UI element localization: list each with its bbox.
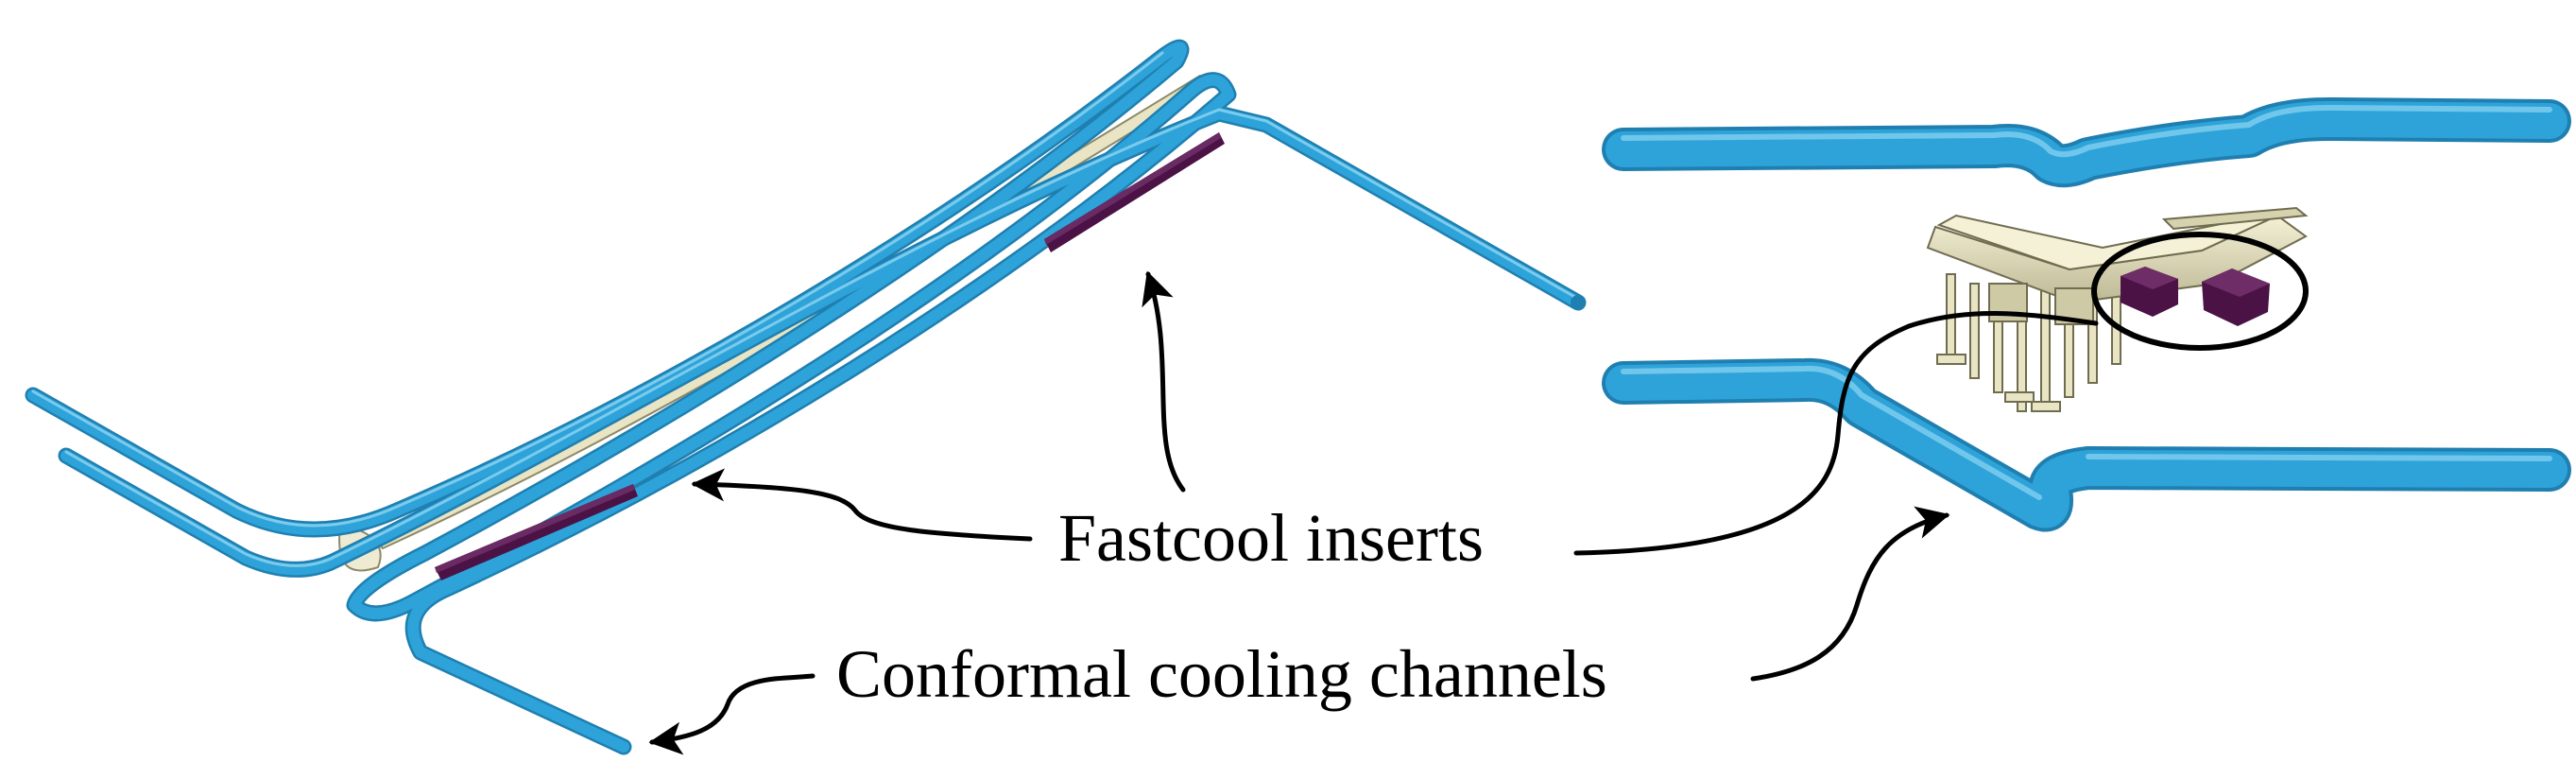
conformal-cooling-channel-left — [25, 39, 1587, 755]
annotation-arrows — [648, 270, 2099, 755]
right-cooling-model — [1602, 96, 2571, 532]
arrow-to-left-channel — [648, 673, 816, 755]
arrow-to-upper-insert — [1142, 270, 1186, 493]
insert-highlight-ellipse — [2091, 232, 2309, 351]
arrow-to-lower-insert — [691, 468, 1033, 542]
fastcool-inserts-label: Fastcool inserts — [1058, 500, 1484, 576]
conformal-cooling-channel-right-top — [1602, 96, 2571, 188]
fastcool-insert-right-2 — [2202, 268, 2270, 326]
fastcool-insert-lower — [435, 484, 638, 580]
left-cooling-model — [25, 39, 1587, 755]
line-to-right-inserts — [1573, 311, 2099, 556]
arrow-to-right-channel — [1750, 506, 1950, 682]
conformal-cooling-channels-label: Conformal cooling channels — [836, 636, 1607, 712]
conformal-cooling-channel-right-bottom — [1602, 357, 2571, 532]
fastcool-insert-upper — [1044, 132, 1225, 252]
fastcool-insert-right-1 — [2121, 267, 2178, 317]
